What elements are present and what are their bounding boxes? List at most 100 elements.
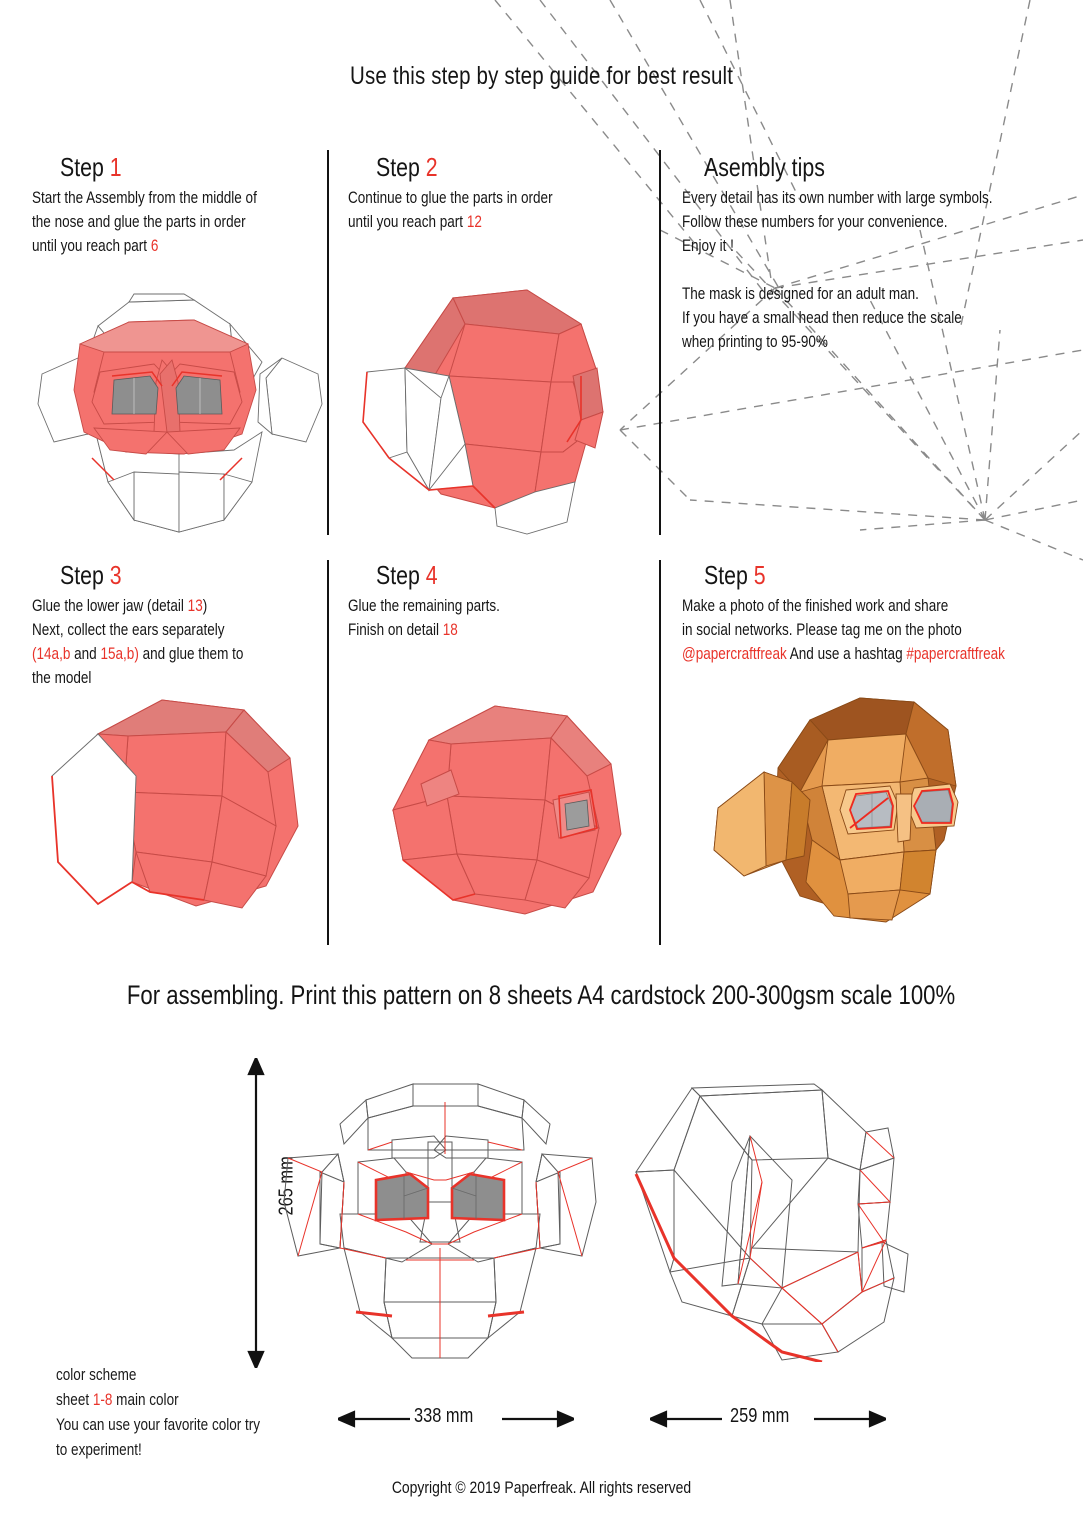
step-2-column: Step 2 Continue to glue the parts in ord… bbox=[348, 152, 648, 234]
step-1-heading-number: 1 bbox=[109, 152, 122, 182]
text-line: Glue the remaining parts. bbox=[348, 594, 594, 618]
plain-text: Follow these numbers for your convenienc… bbox=[682, 213, 948, 231]
highlighted-text: 6 bbox=[150, 237, 159, 255]
column-divider-2 bbox=[659, 150, 661, 535]
text-line: (14a,b and 15a,b) and glue them to bbox=[32, 642, 274, 666]
step-1-body: Start the Assembly from the middle of the… bbox=[32, 186, 327, 258]
asembly-tips-heading: Asembly tips bbox=[682, 152, 1072, 182]
print-instruction-line: For assembling. Print this pattern on 8 … bbox=[0, 980, 1083, 1011]
plain-text: sheet bbox=[56, 1391, 93, 1409]
text-line: until you reach part 12 bbox=[348, 210, 594, 234]
text-line: when printing to 95-90% bbox=[682, 330, 1002, 354]
plain-text: main color bbox=[112, 1391, 179, 1409]
text-line: @papercraftfreak And use a hashtag #pape… bbox=[682, 642, 1006, 666]
plain-text: and glue them to bbox=[138, 645, 244, 663]
step-4-column: Step 4 Glue the remaining parts. Finish o… bbox=[348, 560, 648, 642]
step-5-heading: Step 5 bbox=[682, 560, 1077, 590]
step-4-heading: Step 4 bbox=[348, 560, 648, 590]
plain-text: And use a hashtag bbox=[786, 645, 907, 663]
highlighted-text: ( bbox=[32, 645, 37, 663]
plain-text: until you reach part bbox=[348, 213, 467, 231]
skull-three-quarter-step2 bbox=[362, 289, 604, 535]
step-4-heading-number: 4 bbox=[425, 560, 438, 590]
plain-text: Start the Assembly from the middle of bbox=[32, 189, 257, 207]
skull-front-step1 bbox=[37, 293, 323, 533]
text-line: Start the Assembly from the middle of bbox=[32, 186, 274, 210]
text-line: The mask is designed for an adult man. bbox=[682, 282, 1002, 306]
copyright-text: Copyright © 2019 Paperfreak. All rights … bbox=[391, 1478, 692, 1497]
step-4-body: Glue the remaining parts. Finish on detai… bbox=[348, 594, 648, 642]
step-3-column: Step 3 Glue the lower jaw (detail 13) Nex… bbox=[32, 560, 327, 690]
height-dimension-arrow bbox=[247, 1058, 265, 1368]
plain-text: Next, collect the ears separately bbox=[32, 621, 225, 639]
plain-text bbox=[682, 261, 686, 279]
plain-text: Glue the remaining parts. bbox=[348, 597, 500, 615]
asembly-tips-heading-label: Asembly tips bbox=[704, 152, 825, 182]
highlighted-text: 12 bbox=[466, 213, 482, 231]
text-line: the nose and glue the parts in order bbox=[32, 210, 274, 234]
text-line: Enjoy it ! bbox=[682, 234, 1002, 258]
plain-text: Make a photo of the finished work and sh… bbox=[682, 597, 949, 615]
highlighted-text: #papercraftfreak bbox=[906, 645, 1005, 663]
asembly-tips-column: Asembly tips Every detail has its own nu… bbox=[682, 152, 1072, 354]
asembly-tips-body: Every detail has its own number with lar… bbox=[682, 186, 1072, 354]
step-2-heading-number: 2 bbox=[425, 152, 438, 182]
plain-text: in social networks. Please tag me on the… bbox=[682, 621, 962, 639]
text-line: Glue the lower jaw (detail 13) bbox=[32, 594, 274, 618]
column-divider-3 bbox=[327, 560, 329, 945]
step-2-heading: Step 2 bbox=[348, 152, 648, 182]
plain-text: color scheme bbox=[56, 1366, 137, 1384]
side-width-text: 259 mm bbox=[730, 1405, 790, 1427]
column-divider-1 bbox=[327, 150, 329, 535]
highlighted-text: @papercraftfreak bbox=[682, 645, 787, 663]
text-line: If you have a small head then reduce the… bbox=[682, 306, 1002, 330]
step-5-body: Make a photo of the finished work and sh… bbox=[682, 594, 1077, 666]
highlighted-text: 1-8 bbox=[92, 1391, 113, 1409]
text-line: Follow these numbers for your convenienc… bbox=[682, 210, 1002, 234]
step-3-heading-number: 3 bbox=[109, 560, 122, 590]
text-line: until you reach part 6 bbox=[32, 234, 274, 258]
skull-jaw-step3 bbox=[51, 699, 299, 909]
text-line: Continue to glue the parts in order bbox=[348, 186, 594, 210]
step-4-heading-label: Step bbox=[376, 560, 420, 590]
copyright-notice: Copyright © 2019 Paperfreak. All rights … bbox=[0, 1478, 1083, 1498]
text-line: Next, collect the ears separately bbox=[32, 618, 274, 642]
plain-text: You can use your favorite color try bbox=[56, 1416, 261, 1434]
plain-text: when printing to 95-90% bbox=[682, 333, 828, 351]
plain-text: the nose and glue the parts in order bbox=[32, 213, 246, 231]
plain-text: and bbox=[70, 645, 101, 663]
plain-text: the model bbox=[32, 669, 92, 687]
plain-text: Finish on detail bbox=[348, 621, 443, 639]
text-line: in social networks. Please tag me on the… bbox=[682, 618, 1006, 642]
step-3-body: Glue the lower jaw (detail 13) Next, coll… bbox=[32, 594, 327, 690]
front-width-text: 338 mm bbox=[414, 1405, 474, 1427]
page-title-text: Use this step by step guide for best res… bbox=[349, 62, 734, 90]
page-title: Use this step by step guide for best res… bbox=[0, 62, 1083, 91]
step-3-heading: Step 3 bbox=[32, 560, 327, 590]
plain-text: Glue the lower jaw (detail bbox=[32, 597, 188, 615]
text-line: You can use your favorite color try bbox=[56, 1413, 260, 1438]
step-3-heading-label: Step bbox=[60, 560, 104, 590]
text-line: Finish on detail 18 bbox=[348, 618, 594, 642]
print-instruction-text: For assembling. Print this pattern on 8 … bbox=[127, 980, 956, 1010]
plain-text: to experiment! bbox=[56, 1441, 142, 1459]
step-5-heading-label: Step bbox=[704, 560, 748, 590]
step-1-heading: Step 1 bbox=[32, 152, 327, 182]
text-line: the model bbox=[32, 666, 274, 690]
plain-text: ) bbox=[202, 597, 208, 615]
skull-pattern-side-view bbox=[634, 1083, 909, 1362]
front-width-arrow bbox=[338, 1410, 574, 1428]
plain-text: until you reach part bbox=[32, 237, 151, 255]
text-line: Make a photo of the finished work and sh… bbox=[682, 594, 1006, 618]
side-width-label: 259 mm bbox=[730, 1405, 802, 1428]
step-1-column: Step 1 Start the Assembly from the middl… bbox=[32, 152, 327, 258]
highlighted-text: 18 bbox=[442, 621, 458, 639]
step-2-heading-label: Step bbox=[376, 152, 420, 182]
text-line: sheet 1-8 main color bbox=[56, 1388, 260, 1413]
column-divider-4 bbox=[659, 560, 661, 945]
skull-side-step4 bbox=[392, 705, 622, 915]
highlighted-text: 15a,b bbox=[100, 645, 135, 663]
skull-pattern-front-view bbox=[283, 1083, 597, 1359]
highlighted-text: 14a,b bbox=[36, 645, 71, 663]
text-line bbox=[682, 258, 1002, 282]
